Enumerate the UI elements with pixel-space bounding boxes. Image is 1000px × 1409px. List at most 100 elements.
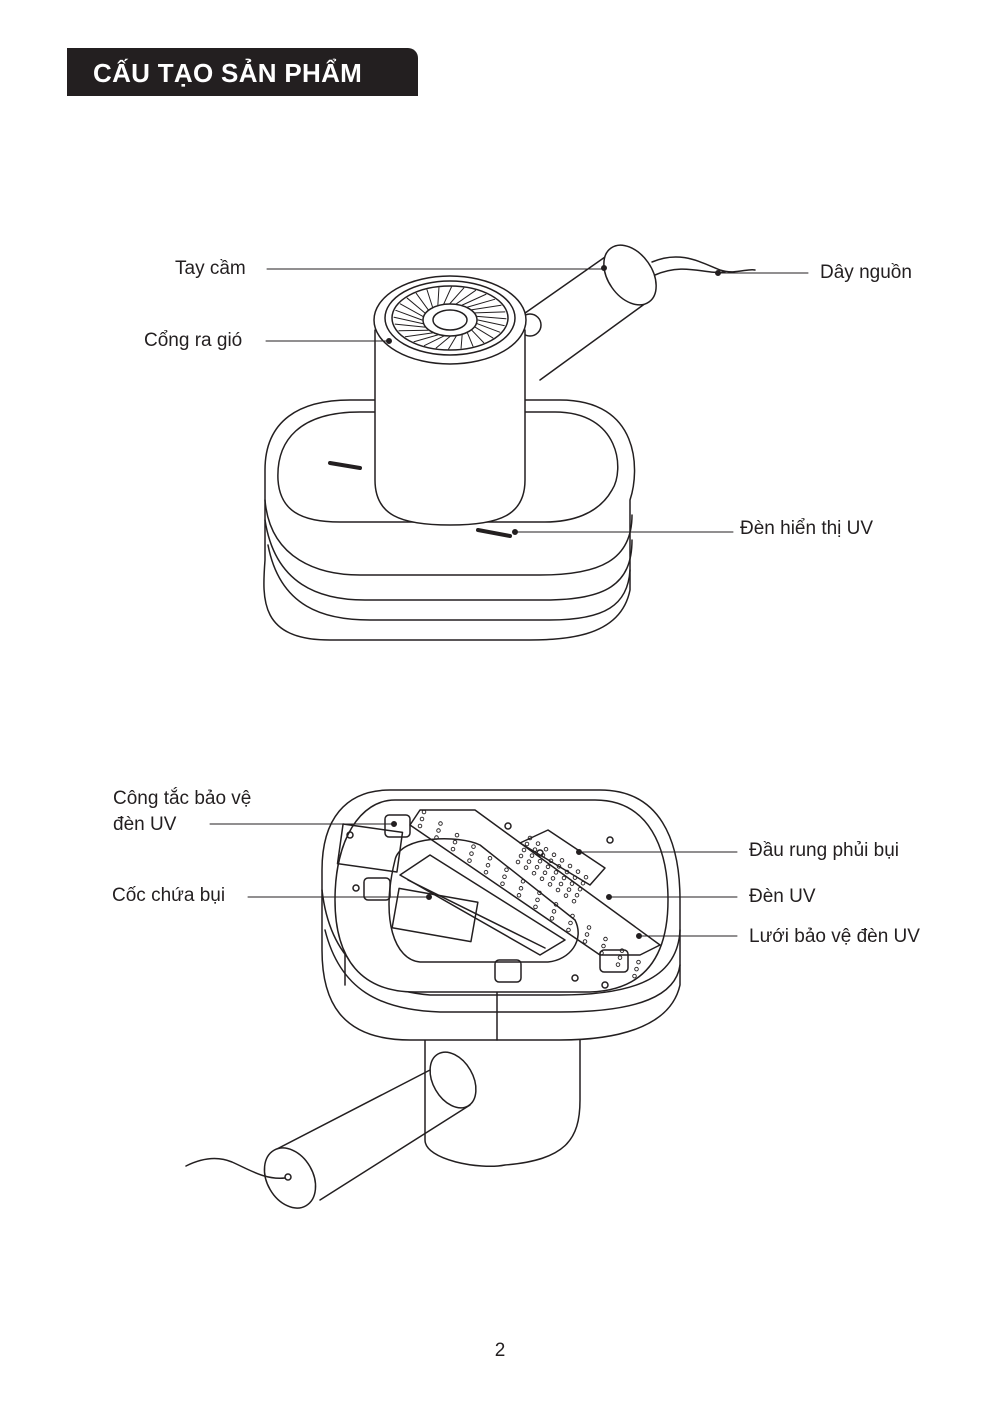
top-view-leader-lines (265, 265, 809, 535)
uv-mesh-dot (500, 881, 505, 887)
vibrating-head-dot (523, 865, 529, 870)
vibrating-head-dot (518, 853, 524, 859)
fan-blade (455, 289, 477, 305)
uv-mesh-dot (469, 851, 474, 856)
section-banner: CẤU TẠO SẢN PHẨM (67, 48, 418, 96)
uv-mesh-dot (636, 959, 641, 965)
fan-blade (471, 304, 502, 311)
label-uv-lamp: Đèn UV (749, 886, 816, 907)
uv-mesh-dot (570, 913, 575, 919)
uv-mesh-dot (487, 855, 493, 861)
label-uv-guard-mesh: Lưới bảo vệ đèn UV (749, 926, 920, 947)
uv-mesh-dot (582, 939, 588, 944)
uv-mesh-dot (436, 828, 441, 833)
uv-mesh-dot (452, 839, 458, 845)
vibrating-head-dot (567, 863, 573, 869)
fan-blade (474, 326, 494, 339)
vibrating-head-dot (551, 852, 557, 858)
fan-blade (460, 334, 463, 349)
bottom-view-device-illustration (185, 789, 681, 1209)
vibrating-head-dot (564, 869, 570, 875)
uv-mesh-dot (551, 909, 557, 914)
fan-blade (404, 332, 434, 338)
vibrating-head-dot (543, 846, 549, 852)
uv-mesh-dot (434, 835, 439, 840)
fan-blade (474, 311, 506, 314)
vibrating-head-dot (550, 876, 556, 881)
uv-mesh-dots (417, 809, 641, 979)
uv-mesh-dot (483, 869, 489, 875)
uv-mesh-dot (533, 904, 538, 910)
vibrating-head-dot (577, 886, 583, 892)
fan-blade (477, 319, 505, 327)
fan-blade (476, 315, 507, 320)
label-uv-indicator: Đèn hiển thị UV (740, 518, 874, 539)
fan-blade (476, 323, 501, 333)
fan-blades (393, 286, 507, 350)
vibrating-head-dot (580, 880, 586, 886)
bottom-view-leader-lines (209, 821, 738, 939)
fan-blade (435, 336, 451, 349)
fan-blade (426, 289, 434, 308)
fan-blade (399, 303, 424, 317)
uv-mesh-dot (467, 858, 472, 863)
vibrating-head-dot (539, 876, 545, 882)
vibrating-head-dot (515, 859, 521, 865)
fan-blade (394, 323, 426, 328)
vibrating-head-dot (569, 881, 575, 886)
uv-mesh-dot (450, 846, 456, 852)
vibrating-head-dot (531, 870, 537, 876)
label-air-outlet: Cổng ra gió (144, 330, 243, 351)
vibrating-head-dot (574, 892, 580, 898)
vibrating-head-dot (524, 841, 530, 847)
vibrating-head-dot (559, 858, 565, 863)
vibrating-head-dot (556, 864, 562, 869)
label-uv-safety-switch-line1: Công tắc bảo vệ (113, 788, 252, 809)
fan-blade (461, 293, 487, 306)
vibrating-head-dot (566, 887, 572, 892)
uv-mesh-dot (516, 893, 522, 898)
label-handle: Tay cầm (175, 258, 246, 279)
uv-mesh-dot (603, 936, 608, 942)
uv-mesh-dot (438, 821, 443, 826)
fan-blade (406, 297, 426, 314)
uv-mesh-dot (535, 897, 540, 903)
vibrating-head-dot (526, 859, 532, 864)
page-number: 2 (494, 1340, 506, 1361)
label-uv-safety-switch-line2: đèn UV (113, 814, 177, 835)
vibrating-head-dot (555, 887, 561, 893)
uv-mesh-dot (568, 920, 573, 926)
uv-mesh-dot (485, 862, 491, 868)
fan-blade (415, 292, 429, 311)
vibrating-head-dot (535, 841, 541, 846)
uv-mesh-dot (504, 867, 509, 873)
fan-blade (395, 309, 423, 321)
vibrating-head-dot (547, 882, 553, 887)
vibrating-head-dot (561, 875, 567, 881)
uv-mesh-dot (454, 832, 460, 838)
vibrating-head-dot (583, 874, 589, 880)
uv-mesh-dot (586, 925, 592, 930)
fan-blade (413, 334, 439, 343)
uv-mesh-dot (619, 948, 625, 953)
fan-blade (449, 287, 465, 304)
uv-mesh-dot (617, 955, 623, 960)
fan-blade (393, 316, 424, 325)
vibrating-head-dot (571, 898, 577, 904)
vibrating-head-dot (553, 870, 559, 875)
fan-blade (466, 298, 496, 308)
vibrating-head-dot (532, 847, 538, 852)
uv-mesh-dot (615, 962, 621, 967)
section-title: CẤU TẠO SẢN PHẨM (93, 58, 363, 88)
vibrating-head-dot (540, 852, 546, 858)
uv-mesh-dot (599, 950, 604, 956)
label-vibrating-head: Đầu rung phủi bụi (749, 840, 899, 861)
uv-mesh-dot (584, 932, 590, 937)
vibrating-head-dot (534, 864, 540, 870)
vibrating-head-dot (572, 875, 578, 880)
fan-blade (471, 329, 485, 344)
uv-mesh-dot (419, 816, 425, 822)
vibrating-head-dot (542, 870, 548, 876)
uv-mesh-dot (549, 916, 555, 921)
